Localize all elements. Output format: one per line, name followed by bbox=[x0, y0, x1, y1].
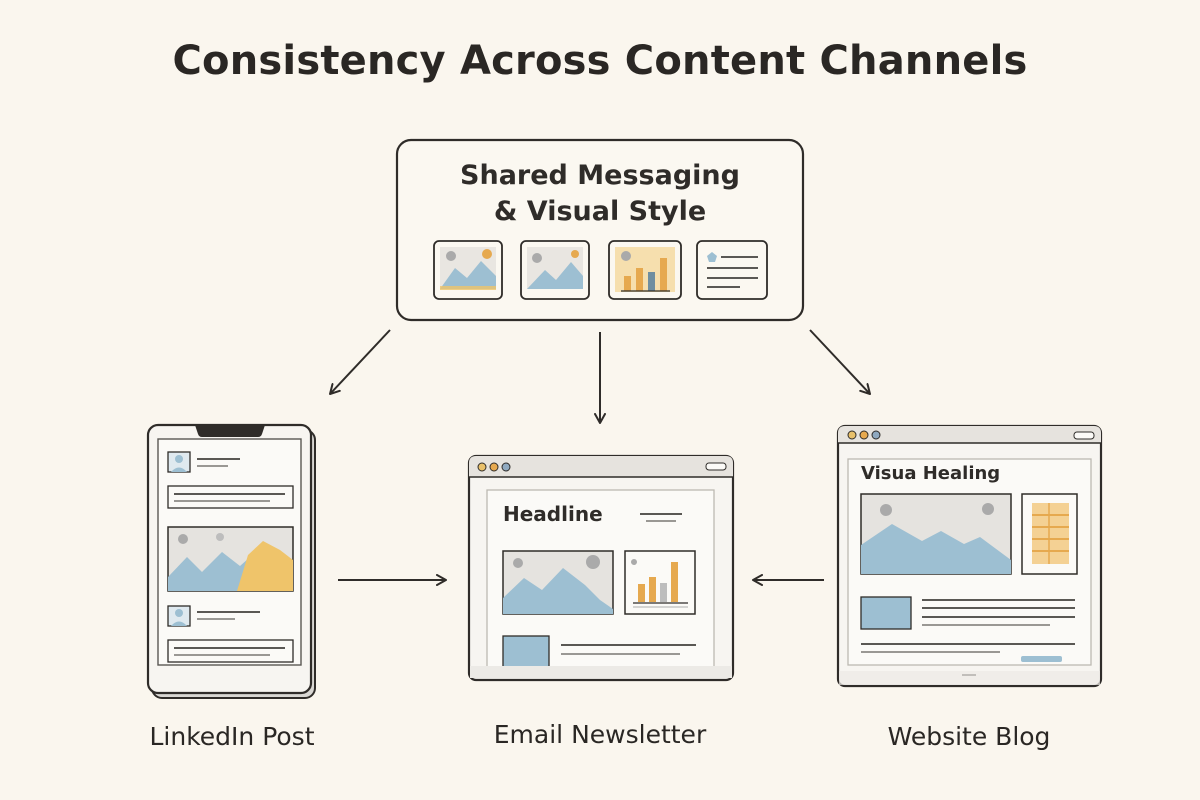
blog-headline: Visua Healing bbox=[861, 463, 1001, 484]
chart-thumbnail-icon bbox=[608, 240, 682, 300]
blog-window-mockup bbox=[836, 424, 1103, 688]
email-label: Email Newsletter bbox=[493, 720, 707, 749]
list-thumbnail-icon bbox=[696, 240, 768, 300]
hub-title: Shared Messaging & Visual Style bbox=[398, 158, 802, 230]
linkedin-phone-mockup bbox=[146, 423, 316, 699]
diagram-title: Consistency Across Content Channels bbox=[172, 38, 1028, 84]
hub-title-line1: Shared Messaging bbox=[460, 160, 740, 191]
blog-label: Website Blog bbox=[887, 722, 1051, 751]
linkedin-label: LinkedIn Post bbox=[149, 722, 315, 751]
arrow-to-blog bbox=[809, 329, 871, 395]
arrow-to-linkedin bbox=[329, 329, 391, 395]
image-thumbnail-icon bbox=[520, 240, 590, 300]
email-window-mockup bbox=[467, 454, 735, 682]
image-thumbnail-icon bbox=[433, 240, 503, 300]
hub-title-line2: & Visual Style bbox=[493, 196, 707, 227]
email-headline: Headline bbox=[503, 502, 603, 526]
